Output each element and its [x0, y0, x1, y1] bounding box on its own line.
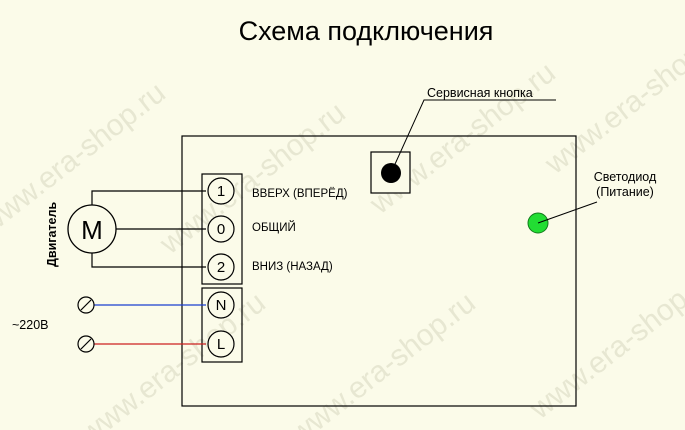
power-input-live-screw: [77, 335, 95, 353]
service-button-label: Сервисная кнопка: [427, 86, 533, 100]
terminal-id: N: [216, 297, 227, 314]
watermark: www.era-shop.ru: [538, 16, 685, 181]
watermark: www.era-shop.ru: [153, 96, 351, 261]
terminal-id: 0: [217, 221, 225, 238]
led-label-line2: (Питание): [596, 185, 654, 199]
terminal-1: 1: [207, 177, 235, 205]
terminal-0: 0: [207, 215, 235, 243]
service-button-leader: [390, 99, 556, 174]
terminal-id: 1: [217, 183, 225, 200]
terminal-id: L: [217, 336, 225, 353]
led-label-line1: Светодиод: [594, 170, 657, 184]
controller-box: [181, 135, 577, 407]
watermark: www.era-shop.ru: [523, 261, 685, 426]
motor-symbol: M: [81, 215, 103, 245]
power-label: ~220В: [12, 318, 49, 332]
terminal-id: 2: [217, 259, 225, 276]
motor-label: Двигатель: [45, 202, 59, 267]
terminal-2: 2: [207, 253, 235, 281]
terminal-L: L: [207, 330, 235, 358]
terminal-label-common: ОБЩИЙ: [252, 221, 296, 234]
motor-circle: [67, 204, 117, 254]
terminal-label-down: ВНИЗ (НАЗАД): [252, 261, 333, 273]
watermark: www.era-shop.ru: [283, 286, 481, 430]
motor-wires: [91, 190, 206, 268]
terminal-block-power: [201, 287, 243, 363]
watermark: www.era-shop.ru: [363, 56, 561, 221]
terminal-N: N: [207, 291, 235, 319]
diagram-title: Схема подключения: [239, 16, 494, 46]
led-leader: [537, 201, 598, 224]
terminal-label-up: ВВЕРХ (ВПЕРЁД): [252, 188, 348, 200]
power-input-neutral-screw: [77, 296, 95, 314]
